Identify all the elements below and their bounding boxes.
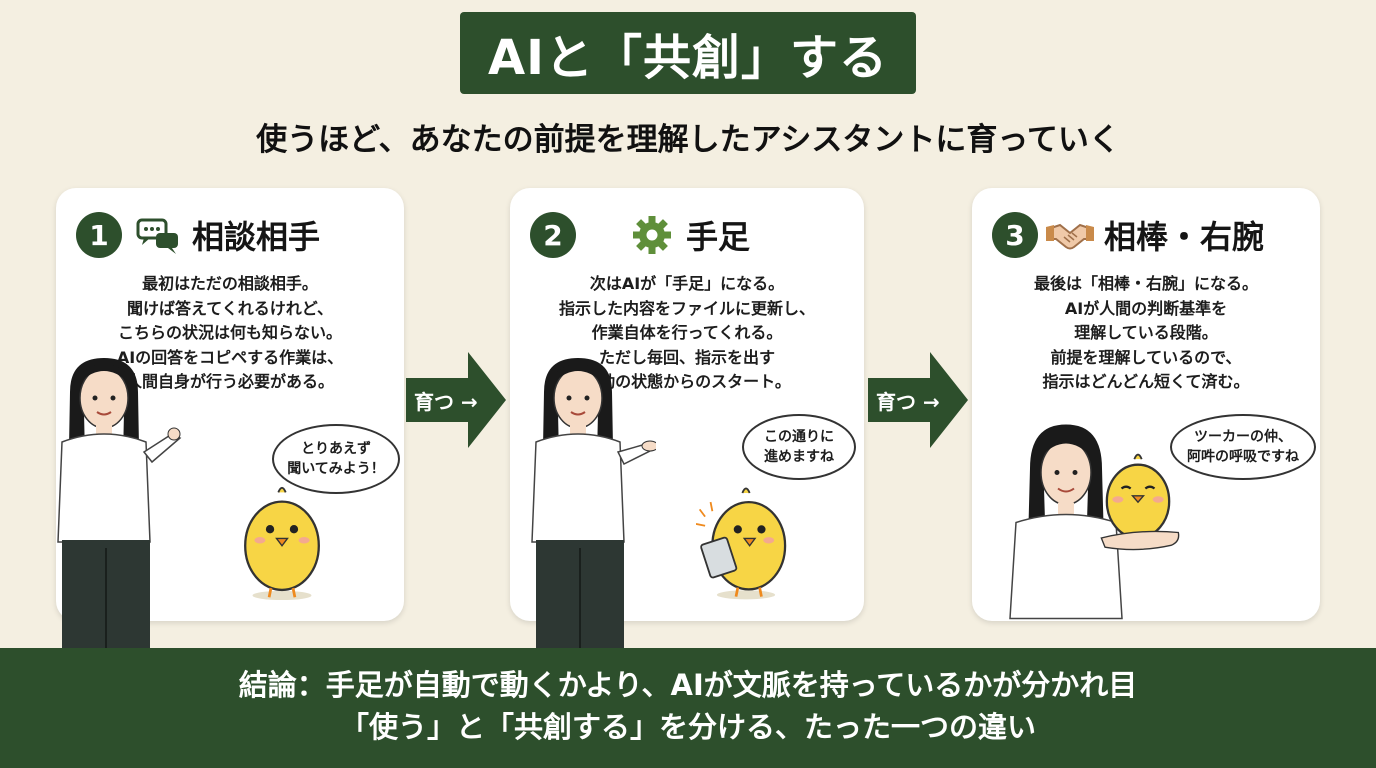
chick-illustration bbox=[244, 486, 320, 601]
description-line: ただし毎回、指示を出す bbox=[598, 347, 775, 367]
stage-title: 手足 bbox=[686, 218, 751, 256]
stage-number-badge: 1 bbox=[76, 212, 122, 258]
description-line: AIが人間の判断基準を bbox=[1064, 298, 1228, 318]
arrow-label: 育つ → bbox=[876, 390, 940, 414]
stage-description: 最後は「相棒・右腕」になる。 AIが人間の判断基準を 理解している段階。 前提を… bbox=[982, 272, 1310, 395]
speech-bubble: ツーカーの仲、 阿吽の呼吸ですね bbox=[1170, 414, 1316, 480]
page-title: AIと「共創」する bbox=[460, 12, 916, 94]
description-line: 前提を理解しているので、 bbox=[1050, 347, 1242, 367]
stage-title: 相談相手 bbox=[192, 218, 321, 256]
description-line: こちらの状況は何も知らない。 bbox=[117, 323, 342, 342]
description-line: 次はAIが「手足」になる。 bbox=[589, 274, 785, 293]
gear-icon bbox=[633, 216, 671, 254]
stage-card-3: 3 相棒・右腕 最後は「相棒・右腕」になる。 AIが人間の判断基準を 理解してい… bbox=[972, 188, 1320, 621]
description-line: AIの回答をコピペする作業は、 bbox=[116, 347, 344, 367]
handshake-icon bbox=[1046, 223, 1094, 250]
stage-card-header: 1 相談相手 bbox=[76, 210, 384, 260]
speech-bubble: この通りに 進めますね bbox=[742, 414, 856, 480]
woman-illustration bbox=[1009, 424, 1123, 620]
woman-illustration bbox=[57, 358, 182, 652]
speech-bubble: とりあえず 聞いてみよう！ bbox=[272, 424, 400, 494]
progress-arrow bbox=[868, 352, 968, 448]
description-line: 作業自体を行ってくれる。 bbox=[591, 323, 783, 342]
progress-arrow bbox=[406, 352, 506, 448]
page-subtitle: 使うほど、あなたの前提を理解したアシスタントに育っていく bbox=[256, 122, 1120, 158]
description-line: 理解している段階。 bbox=[1074, 323, 1218, 342]
stage-title: 相棒・右腕 bbox=[1104, 218, 1265, 256]
chick-with-tablet-illustration bbox=[696, 487, 787, 600]
description-line: 人間自身が行う必要がある。 bbox=[125, 372, 334, 391]
description-line: 指示はどんどん短くて済む。 bbox=[1042, 372, 1250, 391]
stage-number-badge: 2 bbox=[530, 212, 576, 258]
description-line: 最初はただの相談相手。 bbox=[142, 274, 318, 293]
stage-description: 最初はただの相談相手。 聞けば答えてくれるけれど、 こちらの状況は何も知らない。… bbox=[66, 272, 394, 395]
chick-on-hand-illustration bbox=[1100, 453, 1180, 551]
description-line: 最後は「相棒・右腕」になる。 bbox=[1033, 274, 1258, 293]
conclusion-line: 「使う」と「共創する」を分ける、たった一つの違い bbox=[339, 710, 1036, 744]
stage-description: 次はAIが「手足」になる。 指示した内容をファイルに更新し、 作業自体を行ってく… bbox=[520, 272, 854, 395]
conclusion-line: 結論：手足が自動で動くかより、AIが文脈を持っているかが分かれ目 bbox=[238, 668, 1138, 702]
conclusion-banner: 結論：手足が自動で動くかより、AIが文脈を持っているかが分かれ目 「使う」と「共… bbox=[0, 648, 1376, 768]
arrow-label: 育つ → bbox=[414, 390, 478, 414]
description-line: 指示した内容をファイルに更新し、 bbox=[558, 298, 815, 318]
description-line: 手動の状態からのスタート。 bbox=[583, 372, 791, 391]
stage-number-badge: 3 bbox=[992, 212, 1038, 258]
description-line: 聞けば答えてくれるけれど、 bbox=[127, 298, 333, 318]
stage-card-header: 3 相棒・右腕 bbox=[992, 210, 1300, 260]
woman-illustration bbox=[531, 358, 656, 652]
stage-card-header: 2 手足 bbox=[530, 210, 844, 260]
speech-bubbles-icon bbox=[136, 218, 178, 254]
